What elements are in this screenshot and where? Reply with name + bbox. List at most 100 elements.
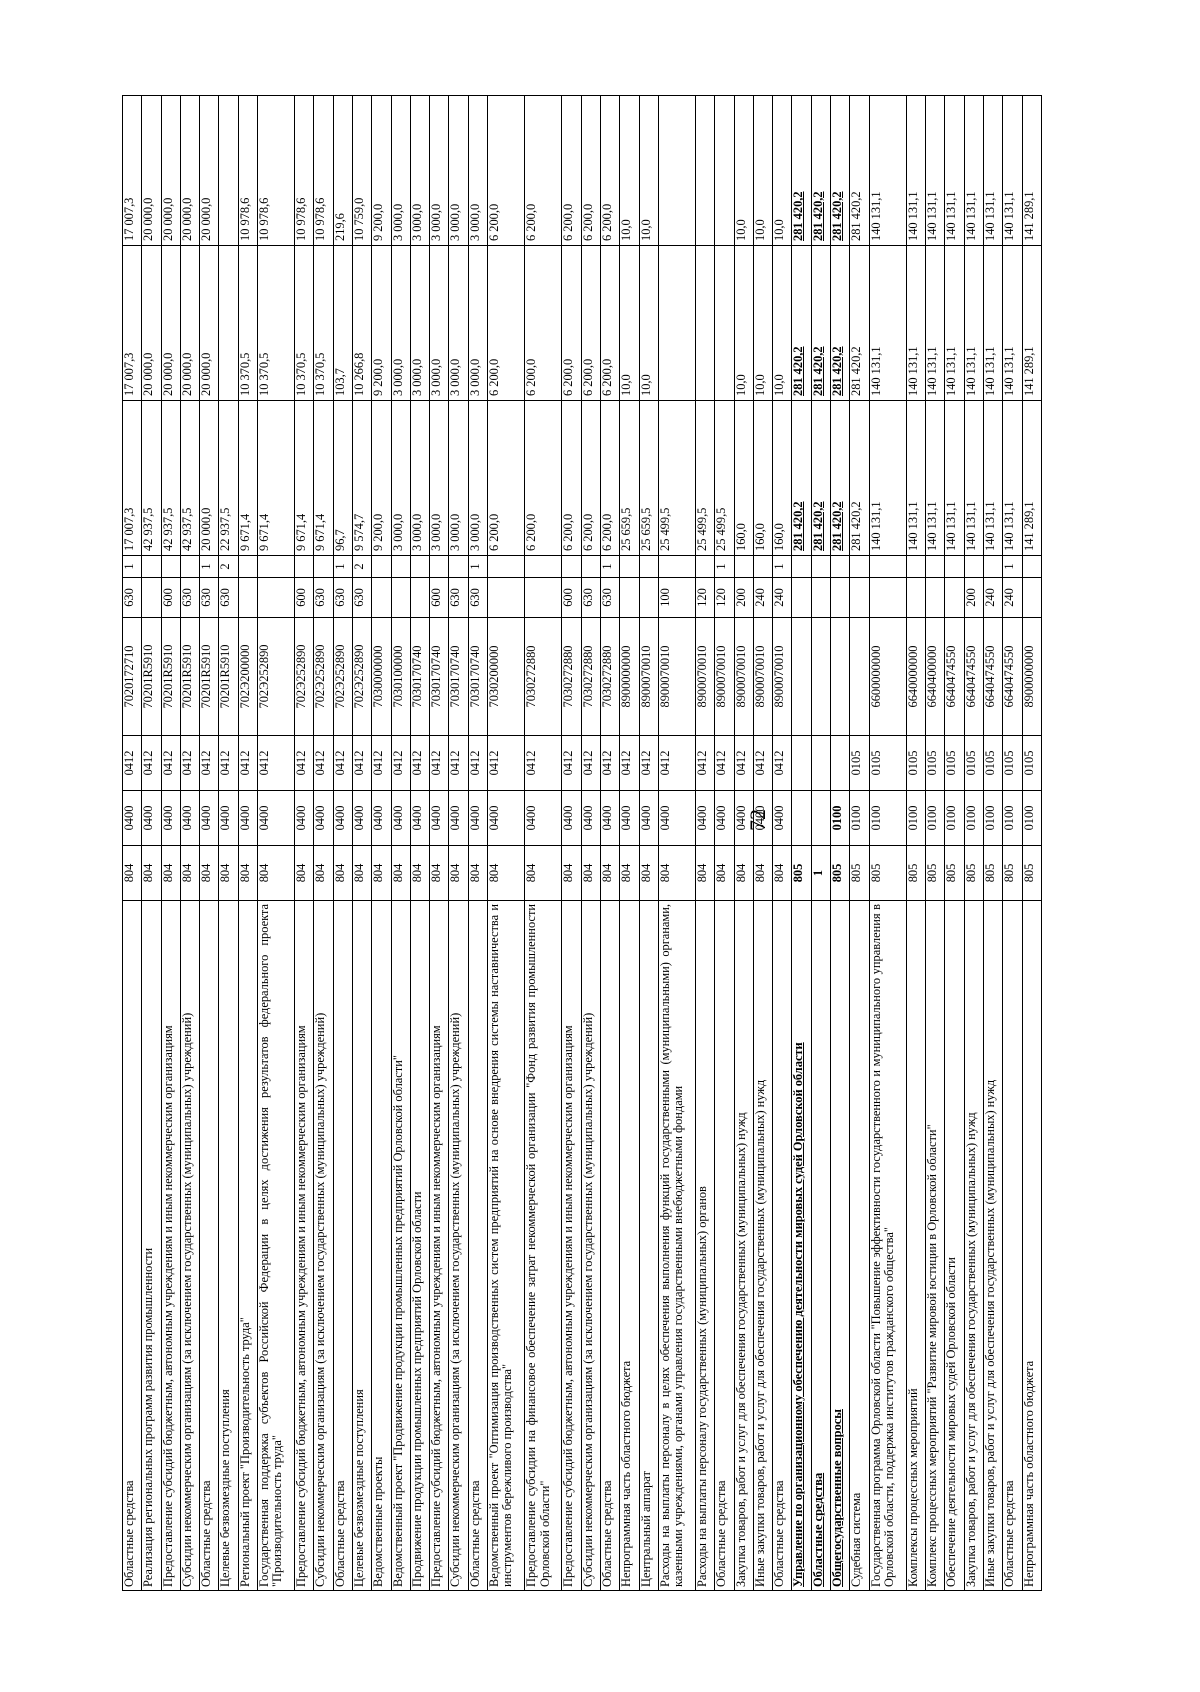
cell-expense-type: 100 bbox=[658, 577, 696, 618]
cell-target-article: 702Э252890 bbox=[333, 617, 353, 736]
cell-amount-year3: 281 420,2 bbox=[830, 95, 850, 246]
cell-amount-year3: 6 200,0 bbox=[581, 95, 601, 246]
cell-section-code bbox=[791, 790, 812, 846]
cell-amount-year1: 281 420,2 bbox=[811, 400, 831, 556]
cell-name: Государственная программа Орловской обла… bbox=[869, 900, 907, 1591]
cell-amount-year2: 20 000,0 bbox=[180, 245, 200, 401]
cell-expense-type: 630 bbox=[199, 577, 219, 618]
cell-expense-type: 600 bbox=[429, 577, 449, 618]
table-row: Предоставление субсидий бюджетным, автон… bbox=[561, 95, 582, 1591]
cell-name: Комплекс процессных мероприятий "Развити… bbox=[925, 900, 945, 1591]
cell-funding-source bbox=[925, 555, 945, 578]
cell-funding-source bbox=[639, 555, 659, 578]
cell-admin-code: 804 bbox=[429, 845, 449, 901]
cell-name: Иные закупки товаров, работ и услуг для … bbox=[753, 900, 773, 1591]
cell-expense-type bbox=[811, 577, 831, 618]
table-row: Продвижение продукции промышленных предп… bbox=[410, 95, 430, 1591]
cell-amount-year3: 10,0 bbox=[619, 95, 640, 246]
cell-amount-year1: 22 937,5 bbox=[218, 400, 239, 556]
cell-name: Предоставление субсидий бюджетным, автон… bbox=[561, 900, 582, 1591]
cell-admin-code: 804 bbox=[333, 845, 353, 901]
cell-expense-type: 630 bbox=[581, 577, 601, 618]
cell-admin-code: 804 bbox=[257, 845, 295, 901]
cell-expense-type bbox=[906, 577, 926, 618]
cell-expense-type bbox=[141, 577, 162, 618]
cell-amount-year3: 140 131,1 bbox=[906, 95, 926, 246]
cell-target-article: 6640474550 bbox=[964, 617, 984, 736]
cell-funding-source bbox=[524, 555, 562, 578]
cell-name: Целевые безвозмездные поступления bbox=[218, 900, 239, 1591]
cell-target-article: 8900070010 bbox=[695, 617, 715, 736]
cell-amount-year1: 140 131,1 bbox=[869, 400, 907, 556]
cell-expense-type: 630 bbox=[122, 577, 142, 618]
cell-admin-code: 804 bbox=[448, 845, 469, 901]
cell-amount-year2: 3 000,0 bbox=[429, 245, 449, 401]
cell-admin-code: 804 bbox=[468, 845, 488, 901]
cell-admin-code: 804 bbox=[141, 845, 162, 901]
cell-amount-year2: 3 000,0 bbox=[410, 245, 430, 401]
cell-target-article: 7030170740 bbox=[429, 617, 449, 736]
cell-amount-year2: 10,0 bbox=[639, 245, 659, 401]
cell-section-code: 0400 bbox=[238, 790, 258, 846]
table-row: Закупка товаров, работ и услуг для обесп… bbox=[734, 95, 754, 1591]
cell-name: Расходы на выплаты персоналу государстве… bbox=[695, 900, 715, 1591]
cell-section-code: 0400 bbox=[581, 790, 601, 846]
cell-funding-source bbox=[1022, 555, 1042, 578]
cell-name: Областные средства bbox=[122, 900, 142, 1591]
cell-amount-year2: 10,0 bbox=[772, 245, 792, 401]
cell-target-article bbox=[811, 617, 831, 736]
cell-name: Областные средства bbox=[199, 900, 219, 1591]
cell-funding-source bbox=[695, 555, 715, 578]
cell-admin-code: 804 bbox=[371, 845, 392, 901]
cell-funding-source bbox=[830, 555, 850, 578]
cell-amount-year1: 6 200,0 bbox=[561, 400, 582, 556]
cell-amount-year2: 281 420,2 bbox=[811, 245, 831, 401]
cell-funding-source bbox=[906, 555, 926, 578]
cell-amount-year1: 6 200,0 bbox=[487, 400, 525, 556]
cell-section-code: 0400 bbox=[180, 790, 200, 846]
cell-section-code: 0400 bbox=[257, 790, 295, 846]
cell-expense-type: 240 bbox=[753, 577, 773, 618]
cell-amount-year3: 17 007,3 bbox=[122, 95, 142, 246]
cell-amount-year2: 3 000,0 bbox=[448, 245, 469, 401]
cell-amount-year1: 160,0 bbox=[734, 400, 754, 556]
cell-amount-year1: 42 937,5 bbox=[161, 400, 181, 556]
cell-section-code: 0100 bbox=[1002, 790, 1022, 846]
cell-funding-source bbox=[811, 555, 831, 578]
cell-subsection-code: 0412 bbox=[180, 735, 200, 791]
cell-expense-type: 600 bbox=[294, 577, 314, 618]
cell-amount-year2: 3 000,0 bbox=[391, 245, 411, 401]
cell-amount-year2: 6 200,0 bbox=[600, 245, 620, 401]
cell-admin-code: 805 bbox=[1022, 845, 1042, 901]
cell-admin-code: 804 bbox=[294, 845, 314, 901]
cell-subsection-code: 0412 bbox=[333, 735, 353, 791]
cell-funding-source: 1 bbox=[1002, 555, 1022, 578]
cell-amount-year1: 9 671,4 bbox=[294, 400, 314, 556]
cell-funding-source bbox=[313, 555, 334, 578]
cell-admin-code: 804 bbox=[180, 845, 200, 901]
cell-target-article: 7030100000 bbox=[391, 617, 411, 736]
cell-name: Областные средства bbox=[600, 900, 620, 1591]
cell-admin-code: 804 bbox=[619, 845, 640, 901]
cell-funding-source: 1 bbox=[600, 555, 620, 578]
cell-expense-type bbox=[257, 577, 295, 618]
cell-amount-year3: 20 000,0 bbox=[161, 95, 181, 246]
cell-name: Ведомственные проекты bbox=[371, 900, 392, 1591]
cell-amount-year2: 10 266,8 bbox=[352, 245, 372, 401]
cell-amount-year1: 141 289,1 bbox=[1022, 400, 1042, 556]
table-row: Субсидии некоммерческим организациям (за… bbox=[448, 95, 469, 1591]
cell-amount-year3: 10,0 bbox=[639, 95, 659, 246]
cell-admin-code: 804 bbox=[161, 845, 181, 901]
cell-subsection-code: 0412 bbox=[581, 735, 601, 791]
cell-amount-year1: 140 131,1 bbox=[964, 400, 984, 556]
cell-amount-year2: 9 200,0 bbox=[371, 245, 392, 401]
table-row: Комплекс процессных мероприятий "Развити… bbox=[925, 95, 945, 1591]
cell-expense-type: 200 bbox=[964, 577, 984, 618]
cell-amount-year3 bbox=[218, 95, 239, 246]
